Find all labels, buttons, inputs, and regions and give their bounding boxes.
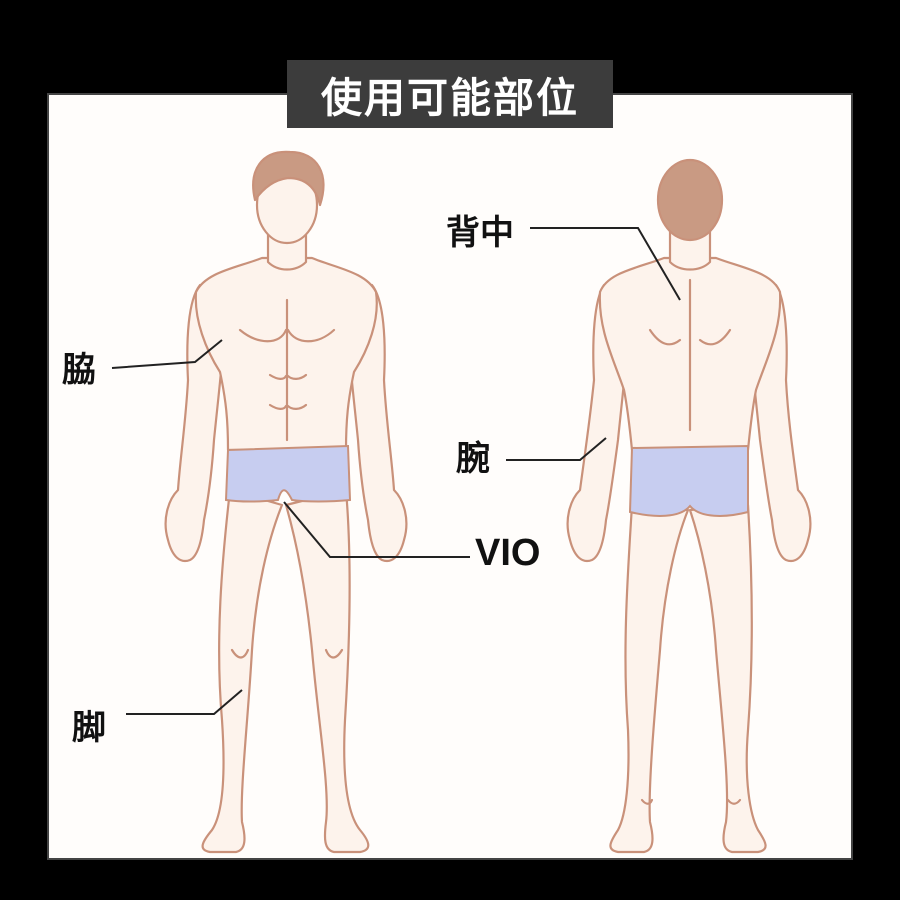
leader-line-ashi — [126, 689, 243, 715]
back-underwear — [628, 444, 749, 517]
label-ashi: 脚 — [72, 708, 106, 748]
label-ude: 腕 — [456, 439, 490, 479]
leader-line-senaka — [530, 227, 681, 301]
page-title: 使用可能部位 — [287, 60, 613, 128]
leader-line-ude — [506, 437, 607, 461]
front-underwear — [224, 444, 352, 503]
label-waki: 脇 — [62, 350, 96, 390]
leader-line-waki — [111, 339, 223, 369]
male-body-back-icon — [566, 158, 812, 854]
label-vio: VIO — [475, 532, 541, 574]
male-body-front-icon — [164, 150, 408, 854]
leader-line-vio — [283, 501, 470, 558]
label-senaka: 背中 — [446, 213, 514, 253]
leader-lines — [111, 227, 681, 715]
